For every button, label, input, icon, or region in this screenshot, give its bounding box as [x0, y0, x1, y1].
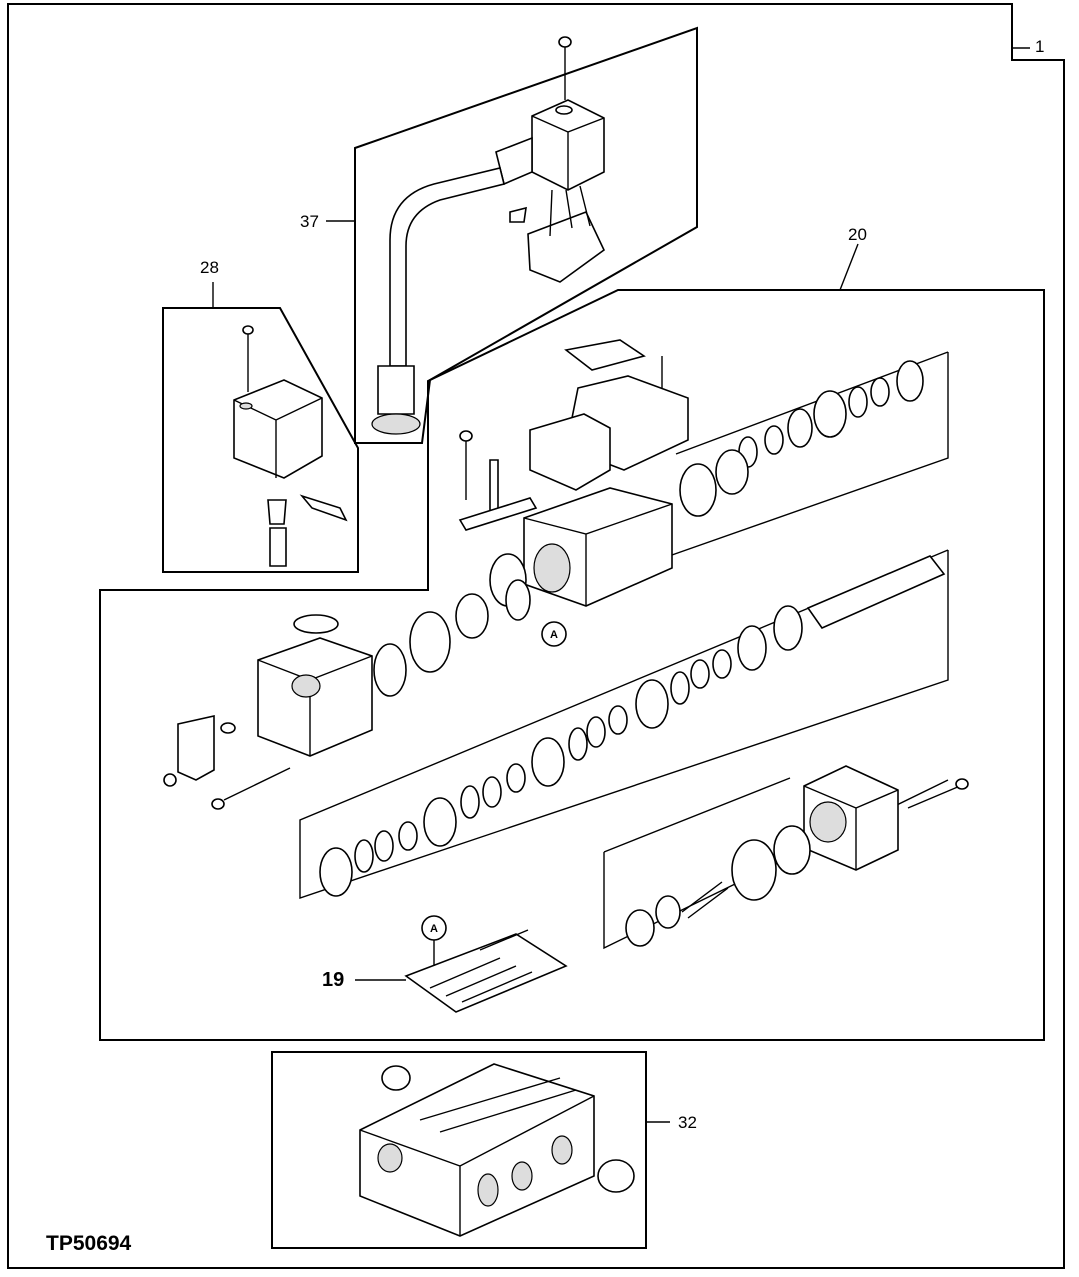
ref-a-lower: A [430, 923, 438, 935]
callout-28: 28 [200, 258, 219, 277]
coil-group-outline [162, 307, 359, 573]
spool-assembly [299, 549, 949, 899]
ref-a-upper: A [550, 629, 558, 641]
manifold-group-outline [271, 1051, 647, 1249]
gasket-plate: A [404, 915, 568, 1013]
valve-kit-outline [99, 289, 1045, 1041]
callout-37: 37 [300, 212, 319, 231]
valve-left-endcap [163, 579, 531, 810]
valve-right-endcap [603, 765, 969, 950]
valve-kit-leader [839, 243, 859, 291]
callout-19: 19 [322, 969, 344, 991]
ref-a-circle-upper [541, 621, 567, 647]
callout-32: 32 [678, 1113, 697, 1132]
figure-code: TP50694 [46, 1232, 132, 1255]
valve-upper-stack: A [458, 339, 949, 647]
assembly-outline [7, 3, 1065, 1269]
callout-20: 20 [848, 225, 867, 244]
manifold-block [359, 1063, 635, 1237]
coil-parts [233, 325, 348, 567]
cable-connector [371, 36, 606, 435]
callout-1: 1 [1035, 37, 1044, 56]
